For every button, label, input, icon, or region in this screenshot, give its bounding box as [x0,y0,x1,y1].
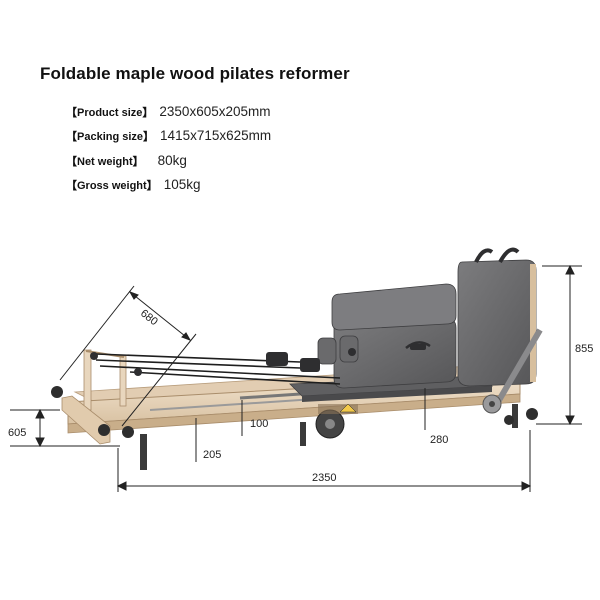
spec-row-packing-size: 【Packing size】 1415x715x625mm [66,127,271,145]
dimension-280-label: 280 [430,434,448,446]
spec-row-product-size: 【Product size】 2350x605x205mm [66,103,270,121]
carriage [289,247,543,414]
dimension-2350-label: 2350 [312,472,336,484]
spec-value: 105kg [163,177,201,192]
dimension-lines [10,264,582,492]
spec-row-gross-weight: 【Gross weight】 105kg [66,176,200,194]
spec-value: 2350x605x205mm [159,104,271,119]
dimension-605-label: 605 [8,427,26,439]
dimension-680-label: 680 [138,307,160,328]
spec-label: 【Product size】 [66,107,154,119]
dimension-855-label: 855 [575,343,593,355]
product-title: Foldable maple wood pilates reformer [40,64,350,83]
spec-label: 【Packing size】 [66,131,155,143]
straps-ropes [90,352,341,385]
spec-label: 【Net weight】 [66,156,144,168]
spec-row-net-weight: 【Net weight】 80kg [66,152,187,170]
dimension-205-label: 205 [203,449,221,461]
spec-value: 1415x715x625mm [160,128,272,143]
spec-label: 【Gross weight】 [66,180,158,192]
dimension-100-label: 100 [250,418,268,430]
spec-value: 80kg [157,153,187,168]
